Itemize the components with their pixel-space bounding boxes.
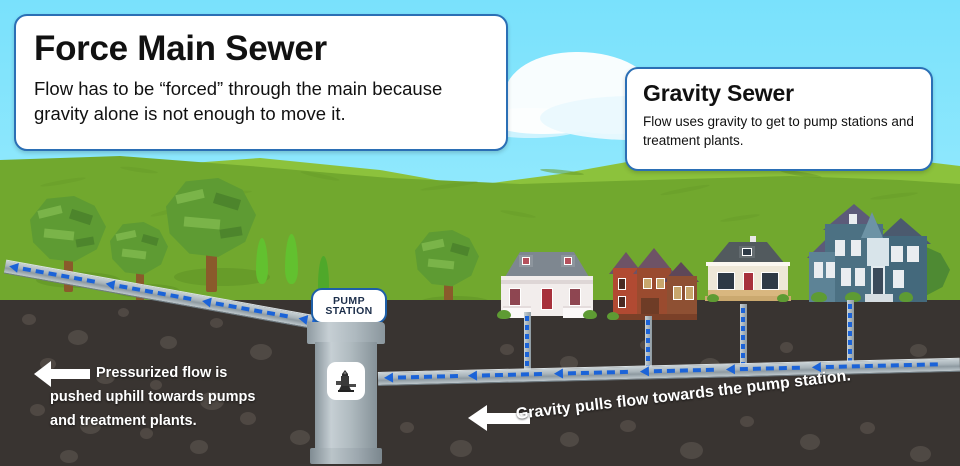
house-lateral-4 <box>847 300 854 372</box>
pump-station-sign: PUMP STATION <box>311 288 387 324</box>
shrub-icon <box>256 238 268 284</box>
shrub-icon <box>285 234 298 284</box>
label-force-main-flow: Pressurized flow is pushed uphill toward… <box>50 361 350 433</box>
callout-gravity-sewer-title: Gravity Sewer <box>643 80 794 106</box>
house-4 <box>805 204 935 314</box>
house-lateral-2 <box>645 316 652 376</box>
callout-gravity-sewer-body: Flow uses gravity to get to pump station… <box>643 114 914 148</box>
label-force-main-line-1: Pressurized flow is <box>96 365 228 381</box>
left-arrow-icon <box>34 361 90 387</box>
pump-station-sign-line-2: STATION <box>325 305 373 317</box>
submersible-pump-icon <box>327 362 365 400</box>
callout-force-main: Force Main Sewer Flow has to be “forced”… <box>14 14 508 151</box>
pump-station-sign-line-1: PUMP <box>333 294 365 307</box>
pump-station: PUMP STATION <box>307 288 387 466</box>
callout-gravity-sewer: Gravity Sewer Flow uses gravity to get t… <box>625 67 933 171</box>
soil-layer <box>0 300 960 466</box>
left-arrow-icon <box>468 404 530 432</box>
tree-3 <box>166 178 270 296</box>
house-1 <box>495 252 599 322</box>
callout-force-main-title: Force Main Sewer <box>34 29 327 68</box>
pump-station-collar <box>307 322 385 344</box>
callout-force-main-body: Flow has to be “forced” through the main… <box>34 78 443 124</box>
house-3 <box>705 236 791 306</box>
house-2 <box>607 248 699 324</box>
shrub-icon <box>318 256 329 298</box>
label-force-main-line-2: pushed uphill towards pumps <box>50 389 256 405</box>
label-force-main-line-3: and treatment plants. <box>50 413 197 429</box>
pump-station-base <box>310 448 382 464</box>
